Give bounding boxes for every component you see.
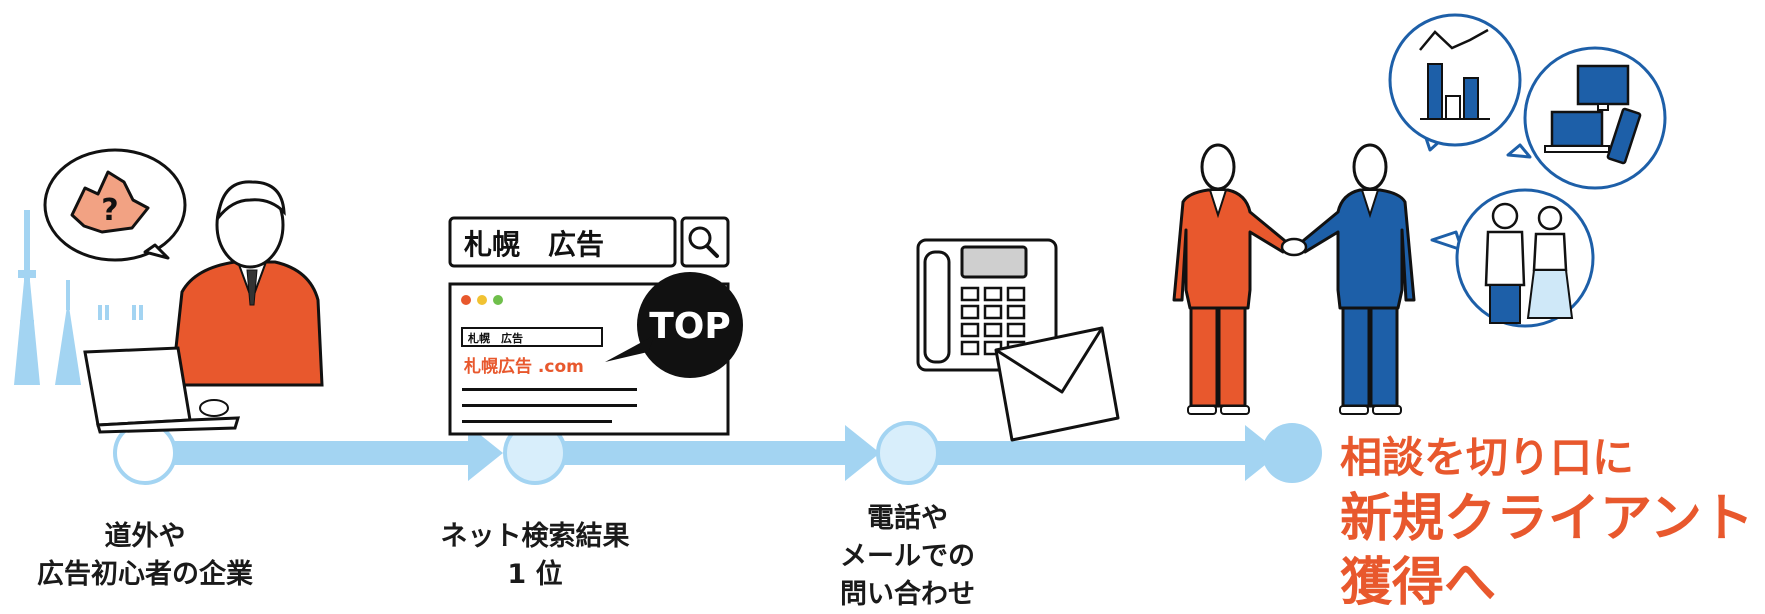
step-3-line-1: 電話や [867,503,948,534]
search-query: 札幌 広告 [464,228,604,261]
question-bubble: ? [43,148,187,262]
phone-icon [916,238,1058,372]
top-badge: TOP [605,272,743,378]
timeline-bar-2 [560,441,850,465]
step-1-line-1: 道外や [104,521,186,552]
result-link: 札幌広告 .com [463,356,584,377]
timeline-bar-3 [935,441,1250,465]
orange-businessman [1172,143,1292,415]
step-1-line-2: 広告初心者の企業 [37,559,253,590]
timeline-node-3 [876,421,940,485]
step-3-line-2: メールでの [840,541,975,572]
mail-envelope-icon [994,326,1120,442]
skyline-illustration [14,210,143,385]
timeline-bar-1 [150,441,475,465]
goal-line-3: 獲得へ [1340,553,1497,613]
timeline [113,421,1322,485]
timeline-arrow-2 [845,425,880,481]
bubble-people [1430,188,1595,328]
search-illustration: 札幌 広告 札幌 広告 札幌広告 .com TOP [448,216,743,436]
step-3-line-3: 問い合わせ [840,579,975,610]
search-box [448,216,677,268]
timeline-node-4 [1262,423,1322,483]
handshake [1280,237,1308,257]
step-label-3: 電話や メールでの 問い合わせ [800,500,1015,614]
step-label-2: ネット検索結果 1 位 [410,518,660,594]
goal-line-1: 相談を切り口に [1340,433,1635,482]
step-label-1: 道外や 広告初心者の企業 [0,518,290,594]
top-badge-label: TOP [649,306,731,347]
worried-businessman [83,180,324,434]
question-mark: ? [101,193,118,228]
goal-text: 相談を切り口に 新規クライアント 獲得へ [1340,430,1754,614]
blue-businessman [1296,143,1416,415]
step-2-line-1: ネット検索結果 [440,521,630,552]
magnifier-icon [688,226,719,258]
search-button [680,216,730,268]
hokkaido-shape [70,170,150,234]
bubble-devices [1506,46,1667,190]
goal-line-2: 新規クライアント [1340,489,1754,549]
timeline-arrow-1 [468,425,503,481]
step-2-line-2: 1 位 [507,559,563,590]
mini-search-query: 札幌 広告 [467,331,523,345]
bubble-chart [1388,13,1522,152]
